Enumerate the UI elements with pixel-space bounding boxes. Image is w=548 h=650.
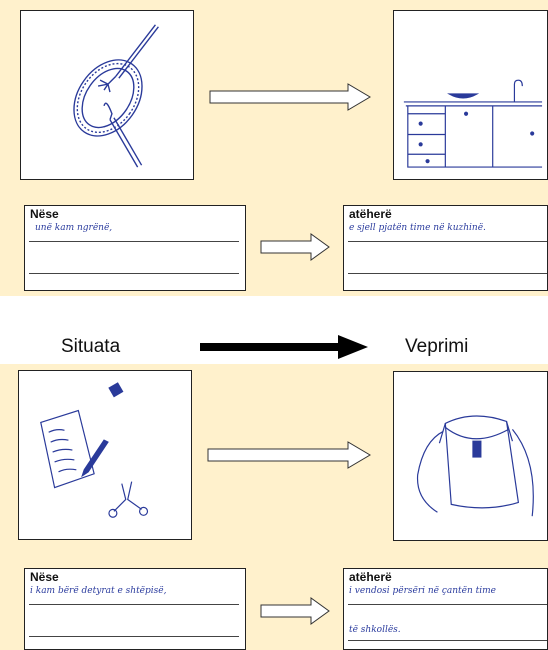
top-if-box: Nëse unë kam ngrënë,	[24, 205, 246, 291]
top-if-heading: Nëse	[30, 207, 59, 221]
school-bag-icon	[416, 415, 534, 517]
bottom-situation-picture	[18, 370, 192, 540]
writing-line	[29, 273, 239, 274]
top-action-picture	[393, 10, 548, 180]
situation-to-action-arrow	[200, 335, 368, 359]
writing-line	[29, 636, 239, 637]
top-if-text: unë kam ngrënë,	[35, 223, 113, 233]
writing-line	[29, 241, 239, 242]
bottom-if-heading: Nëse	[30, 570, 59, 584]
writing-line	[348, 604, 547, 605]
bottom-small-arrow	[260, 597, 330, 625]
bottom-then-box: atëherë i vendosi përsëri në çantën time…	[343, 568, 548, 650]
kitchen-counter-icon	[403, 79, 543, 168]
situation-label: Situata	[61, 336, 121, 357]
top-then-box: atëherë e sjell pjatën time në kuzhinë.	[343, 205, 548, 291]
top-then-text-line-1: e sjell pjatën time në kuzhinë.	[349, 223, 486, 233]
bottom-if-text: i kam bërë detyrat e shtëpisë,	[30, 586, 167, 596]
plate-with-fork-and-knife-icon	[73, 24, 159, 168]
top-situation-picture	[20, 10, 194, 180]
top-small-arrow	[260, 233, 330, 261]
writing-line	[348, 273, 547, 274]
bottom-then-heading: atëherë	[349, 570, 392, 584]
action-label: Veprimi	[405, 336, 469, 357]
writing-line	[348, 241, 547, 242]
homework-supplies-icon	[40, 382, 149, 518]
bottom-then-text-line-1: i vendosi përsëri në çantën time	[349, 586, 497, 596]
bottom-arrow	[207, 441, 371, 469]
writing-line	[29, 604, 239, 605]
bottom-action-picture	[393, 371, 548, 541]
bottom-if-box: Nëse i kam bërë detyrat e shtëpisë,	[24, 568, 246, 650]
writing-line	[348, 640, 547, 641]
bottom-then-text-line-2: të shkollës.	[349, 625, 401, 635]
top-then-heading: atëherë	[349, 207, 392, 221]
top-arrow	[209, 83, 371, 111]
